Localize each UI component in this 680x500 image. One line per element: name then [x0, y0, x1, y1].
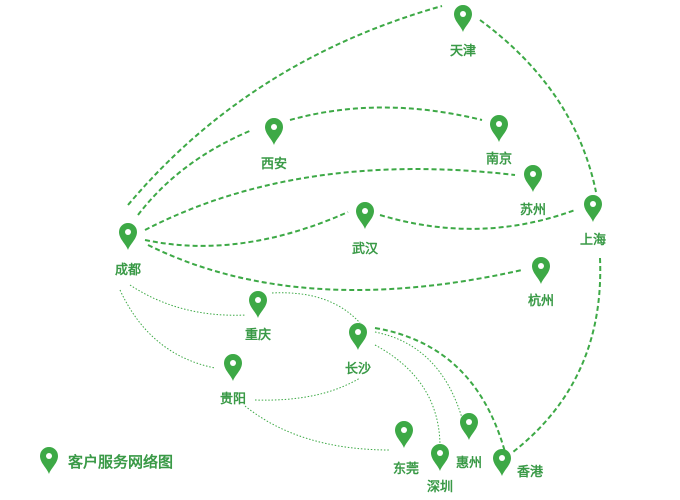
node-chongqing[interactable]: 重庆: [245, 291, 271, 343]
map-pin-icon: [490, 115, 508, 142]
node-shanghai[interactable]: 上海: [580, 195, 606, 248]
node-hangzhou[interactable]: 杭州: [528, 257, 554, 309]
route-shanghai-hongkong: [512, 257, 602, 453]
pin-dot: [401, 427, 407, 433]
route-chengdu-guiyang: [119, 289, 216, 369]
route-chengdu-hangzhou: [147, 244, 523, 291]
route-changsha-shenzhen: [374, 344, 441, 448]
route-changsha-hongkong: [374, 327, 506, 453]
pin-dot: [496, 121, 502, 127]
map-pin-icon: [395, 421, 413, 448]
node-suzhou[interactable]: 苏州: [520, 165, 546, 218]
map-pin-icon: [356, 202, 374, 229]
pin-dot: [437, 450, 443, 456]
node-huizhou[interactable]: 惠州: [456, 413, 482, 471]
city-label-shenzhen: 深圳: [427, 479, 453, 495]
map-pin-icon: [584, 195, 602, 222]
city-label-suzhou: 苏州: [520, 202, 546, 218]
city-label-guiyang: 贵阳: [220, 391, 246, 407]
route-wuhan-shanghai: [379, 209, 576, 230]
pin-dot: [355, 329, 361, 335]
pin-dot: [590, 201, 596, 207]
node-xian[interactable]: 西安: [261, 118, 287, 172]
city-label-wuhan: 武汉: [352, 241, 379, 257]
pin-dot: [362, 208, 368, 214]
map-pin-icon: [40, 447, 58, 474]
city-label-chongqing: 重庆: [245, 327, 271, 343]
map-pin-icon: [460, 413, 478, 440]
route-chengdu-tianjin: [127, 5, 443, 206]
city-label-hongkong: 香港: [516, 464, 544, 480]
map-pin-icon: [119, 223, 137, 250]
map-pin-icon: [431, 444, 449, 471]
city-label-huizhou: 惠州: [456, 455, 482, 471]
node-guiyang[interactable]: 贵阳: [220, 354, 246, 407]
map-pin-icon: [349, 323, 367, 350]
pin-dot: [466, 419, 472, 425]
pin-dot: [538, 263, 544, 269]
city-label-shanghai: 上海: [580, 232, 606, 248]
node-wuhan[interactable]: 武汉: [352, 202, 379, 257]
city-label-hangzhou: 杭州: [528, 293, 554, 309]
route-xian-nanjing: [289, 106, 483, 121]
node-dongguan[interactable]: 东莞: [393, 421, 419, 477]
city-label-chengdu: 成都: [115, 262, 141, 278]
edges-layer: [119, 5, 602, 453]
route-chengdu-chongqing: [129, 284, 247, 316]
route-tianjin-shanghai: [479, 19, 597, 193]
pin-dot: [499, 455, 505, 461]
map-pin-icon: [532, 257, 550, 284]
node-hongkong[interactable]: 香港: [493, 449, 544, 480]
map-pin-icon: [249, 291, 267, 318]
node-chengdu[interactable]: 成都: [115, 223, 141, 278]
legend-label: 客户服务网络图: [68, 452, 174, 471]
city-label-dongguan: 东莞: [393, 461, 419, 477]
map-pin-icon: [524, 165, 542, 192]
map-pin-icon: [454, 5, 472, 32]
map-pin-icon: [493, 449, 511, 476]
legend: 客户服务网络图: [38, 446, 173, 476]
node-changsha[interactable]: 长沙: [345, 323, 371, 377]
route-chongqing-changsha: [271, 292, 361, 324]
map-pin-icon: [265, 118, 283, 145]
node-nanjing[interactable]: 南京: [486, 115, 512, 167]
city-label-xian: 西安: [261, 156, 287, 172]
route-chengdu-wuhan: [144, 211, 349, 247]
pin-dot: [230, 360, 236, 366]
route-chengdu-xian: [137, 129, 253, 216]
pin-dot: [125, 229, 131, 235]
city-label-changsha: 长沙: [345, 361, 371, 377]
city-label-tianjin: 天津: [450, 43, 476, 59]
map-pin-icon: [224, 354, 242, 381]
pin-dot: [530, 171, 536, 177]
route-changsha-huizhou: [374, 331, 463, 419]
route-guiyang-dongguan: [244, 405, 391, 451]
route-chengdu-suzhou: [144, 168, 516, 231]
pin-dot: [255, 297, 261, 303]
node-shenzhen[interactable]: 深圳: [427, 444, 453, 495]
node-tianjin[interactable]: 天津: [450, 5, 476, 59]
route-guiyang-changsha: [254, 377, 361, 401]
pin-dot: [460, 11, 466, 17]
pin-dot: [271, 124, 277, 130]
city-label-nanjing: 南京: [486, 151, 512, 167]
